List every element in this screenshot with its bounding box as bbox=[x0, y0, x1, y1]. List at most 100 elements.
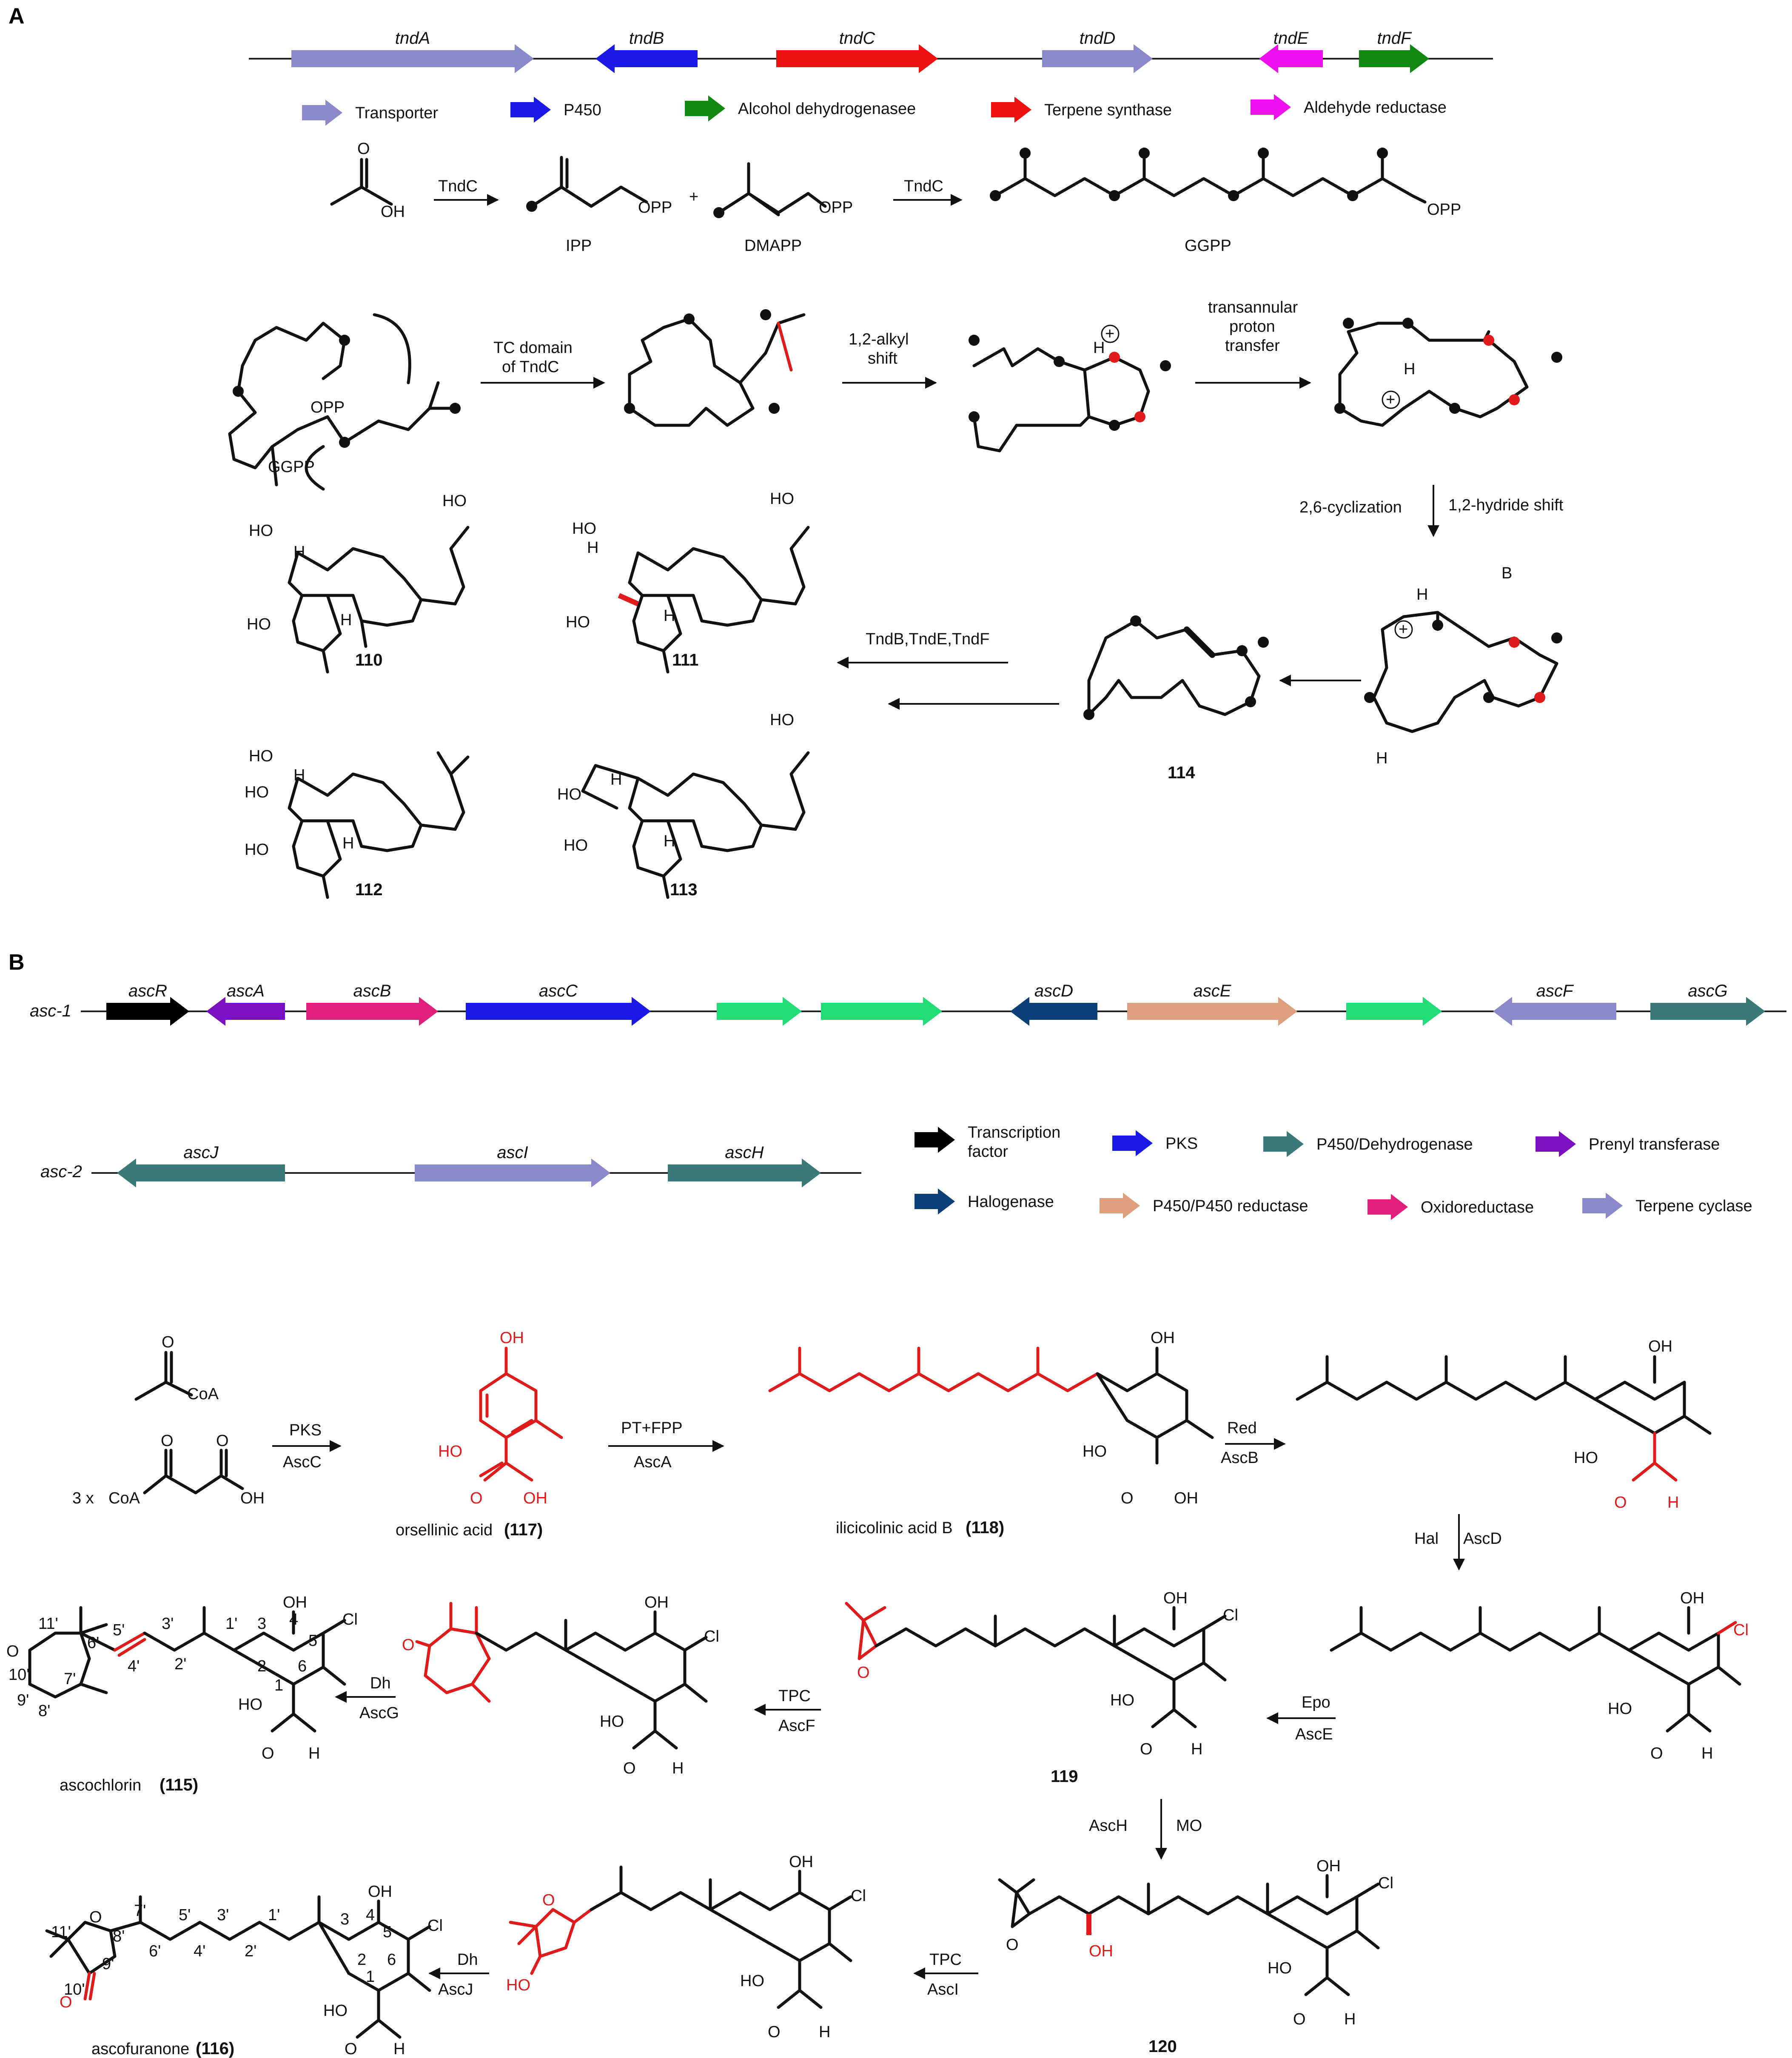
svg-text:OPP: OPP bbox=[638, 199, 672, 216]
svg-text:(116): (116) bbox=[196, 2039, 234, 2058]
ggpp-chain-structure: OPP GGPP bbox=[990, 148, 1461, 255]
compound-112-structure: HO HO HO H H 112 bbox=[245, 747, 470, 899]
svg-text:O: O bbox=[60, 1993, 72, 2011]
svg-text:Cl: Cl bbox=[1378, 1874, 1393, 1892]
asc2-gene-arrow-ascH bbox=[668, 1159, 821, 1187]
svg-text:O: O bbox=[1614, 1494, 1627, 1511]
svg-text:H: H bbox=[293, 543, 305, 561]
svg-text:HO: HO bbox=[323, 2002, 348, 2020]
intermediate-2-structure: H + bbox=[969, 324, 1171, 453]
svg-text:O: O bbox=[6, 1642, 19, 1660]
svg-text:HO: HO bbox=[740, 1972, 764, 1990]
asc1-gene-label-ascD: ascD bbox=[1034, 982, 1073, 1000]
svg-text:GGPP: GGPP bbox=[1185, 237, 1231, 255]
pks-label: PKS bbox=[289, 1421, 322, 1439]
svg-text:H: H bbox=[819, 2023, 830, 2041]
svg-text:H: H bbox=[342, 834, 354, 852]
svg-text:O: O bbox=[357, 140, 370, 158]
alkyl-shift-label-1: 1,2-alkyl bbox=[849, 330, 909, 348]
atom-number-label: 4' bbox=[128, 1657, 140, 1675]
intermediate-3-structure: H + bbox=[1334, 318, 1562, 427]
tndc-label-2: TndC bbox=[904, 177, 943, 195]
svg-text:H: H bbox=[1416, 586, 1428, 603]
svg-text:H: H bbox=[1191, 1740, 1202, 1758]
svg-text:O: O bbox=[470, 1489, 483, 1507]
atom-number-label: 6 bbox=[298, 1657, 307, 1675]
asc-legend-swatch-6 bbox=[1368, 1194, 1408, 1220]
asc1-gene-label-ascE: ascE bbox=[1194, 982, 1232, 1000]
svg-text:H: H bbox=[1667, 1494, 1679, 1511]
svg-text:OH: OH bbox=[1163, 1589, 1188, 1607]
panel-b-label: B bbox=[9, 950, 25, 975]
svg-text:HO: HO bbox=[1608, 1700, 1632, 1718]
red-label: Red bbox=[1227, 1419, 1257, 1437]
svg-text:CoA: CoA bbox=[187, 1385, 219, 1403]
mo-label: MO bbox=[1176, 1817, 1202, 1835]
ascochlorin-structure: O OH Cl HO O H ascochlorin (115) 11'10'9… bbox=[6, 1594, 358, 1794]
epo-label: Epo bbox=[1302, 1694, 1330, 1711]
plus-sign: + bbox=[689, 188, 698, 206]
atom-number-label: 3 bbox=[257, 1615, 266, 1633]
asc2-label: asc-2 bbox=[40, 1162, 82, 1181]
svg-text:(118): (118) bbox=[966, 1518, 1004, 1537]
svg-text:Cl: Cl bbox=[851, 1887, 866, 1905]
svg-text:ilicicolinic acid B: ilicicolinic acid B bbox=[836, 1519, 953, 1537]
svg-text:OH: OH bbox=[1648, 1338, 1672, 1355]
svg-text:H: H bbox=[293, 766, 305, 784]
atom-number-label: 2 bbox=[257, 1657, 266, 1675]
compound-114-structure: 114 bbox=[1083, 615, 1269, 782]
atom-number-label: 5 bbox=[308, 1632, 317, 1650]
asce-label: AscE bbox=[1295, 1725, 1333, 1743]
asc-legend-swatch-0 bbox=[915, 1127, 955, 1153]
ascofuranone-structure: O O OH Cl HO O H ascofuranone (116) 11'1… bbox=[45, 1883, 443, 2058]
acetic-acid-structure: O OH bbox=[330, 140, 405, 221]
atom-number-label: 6' bbox=[149, 1942, 161, 1960]
svg-text:OPP: OPP bbox=[819, 199, 853, 216]
asc1-gene-label-ascG: ascG bbox=[1688, 982, 1727, 1000]
asc1-gene-label-ascB: ascB bbox=[353, 982, 391, 1000]
svg-text:HO: HO bbox=[566, 613, 590, 631]
svg-text:GGPP: GGPP bbox=[268, 458, 315, 476]
asc2-gene-label-ascH: ascH bbox=[725, 1143, 764, 1162]
asc1-gene-label-ascF: ascF bbox=[1536, 982, 1574, 1000]
atom-number-label: 7' bbox=[64, 1670, 76, 1688]
svg-text:HO: HO bbox=[506, 1976, 530, 1994]
svg-text:OH: OH bbox=[1316, 1857, 1341, 1875]
asc1-gene-arrow-ascF bbox=[1493, 997, 1616, 1026]
alkyl-shift-label-2: shift bbox=[868, 350, 897, 367]
ascd-label: AscD bbox=[1463, 1530, 1502, 1548]
atom-number-label: 3 bbox=[340, 1910, 349, 1928]
atom-number-label: 2' bbox=[245, 1942, 256, 1960]
panel-a-label: A bbox=[9, 4, 25, 28]
malonyl-coa-structure: 3 x CoA O O OH bbox=[72, 1432, 265, 1507]
svg-text:H: H bbox=[1093, 339, 1105, 357]
tnd-legend-label-4: Aldehyde reductase bbox=[1304, 99, 1447, 117]
atom-number-label: 7' bbox=[134, 1902, 146, 1920]
svg-text:OH: OH bbox=[644, 1594, 669, 1611]
svg-text:H: H bbox=[308, 1745, 320, 1762]
asc2-gene-arrow-ascI bbox=[415, 1159, 610, 1187]
svg-text:(115): (115) bbox=[160, 1776, 198, 1794]
orsellinic-acid-structure: OH HO O OH orsellinic acid (117) bbox=[396, 1329, 563, 1539]
asc1-gene-arrow-ascG bbox=[1650, 997, 1765, 1026]
svg-text:HO: HO bbox=[1574, 1449, 1598, 1467]
hydride-shift-label: 1,2-hydride shift bbox=[1448, 496, 1564, 514]
svg-text:OPP: OPP bbox=[311, 399, 345, 416]
svg-text:O: O bbox=[162, 1333, 174, 1351]
svg-text:H: H bbox=[393, 2040, 405, 2058]
tnd-gene-label-tndE: tndE bbox=[1273, 29, 1309, 48]
tnd-gene-arrow-tndA bbox=[291, 44, 534, 73]
svg-text:113: 113 bbox=[670, 880, 698, 899]
asc-legend-label-4: Halogenase bbox=[968, 1193, 1054, 1211]
atom-number-label: 1 bbox=[366, 1968, 375, 1986]
tnd-legend-swatch-3 bbox=[991, 97, 1031, 123]
atom-number-label: 1' bbox=[268, 1906, 280, 1924]
pt-fpp-label: PT+FPP bbox=[621, 1419, 683, 1437]
svg-text:H: H bbox=[664, 607, 675, 625]
tnd-legend-label-3: Terpene synthase bbox=[1044, 101, 1172, 119]
dh-label-1: Dh bbox=[370, 1674, 391, 1692]
svg-text:(117): (117) bbox=[504, 1520, 543, 1539]
svg-text:B: B bbox=[1501, 564, 1512, 582]
